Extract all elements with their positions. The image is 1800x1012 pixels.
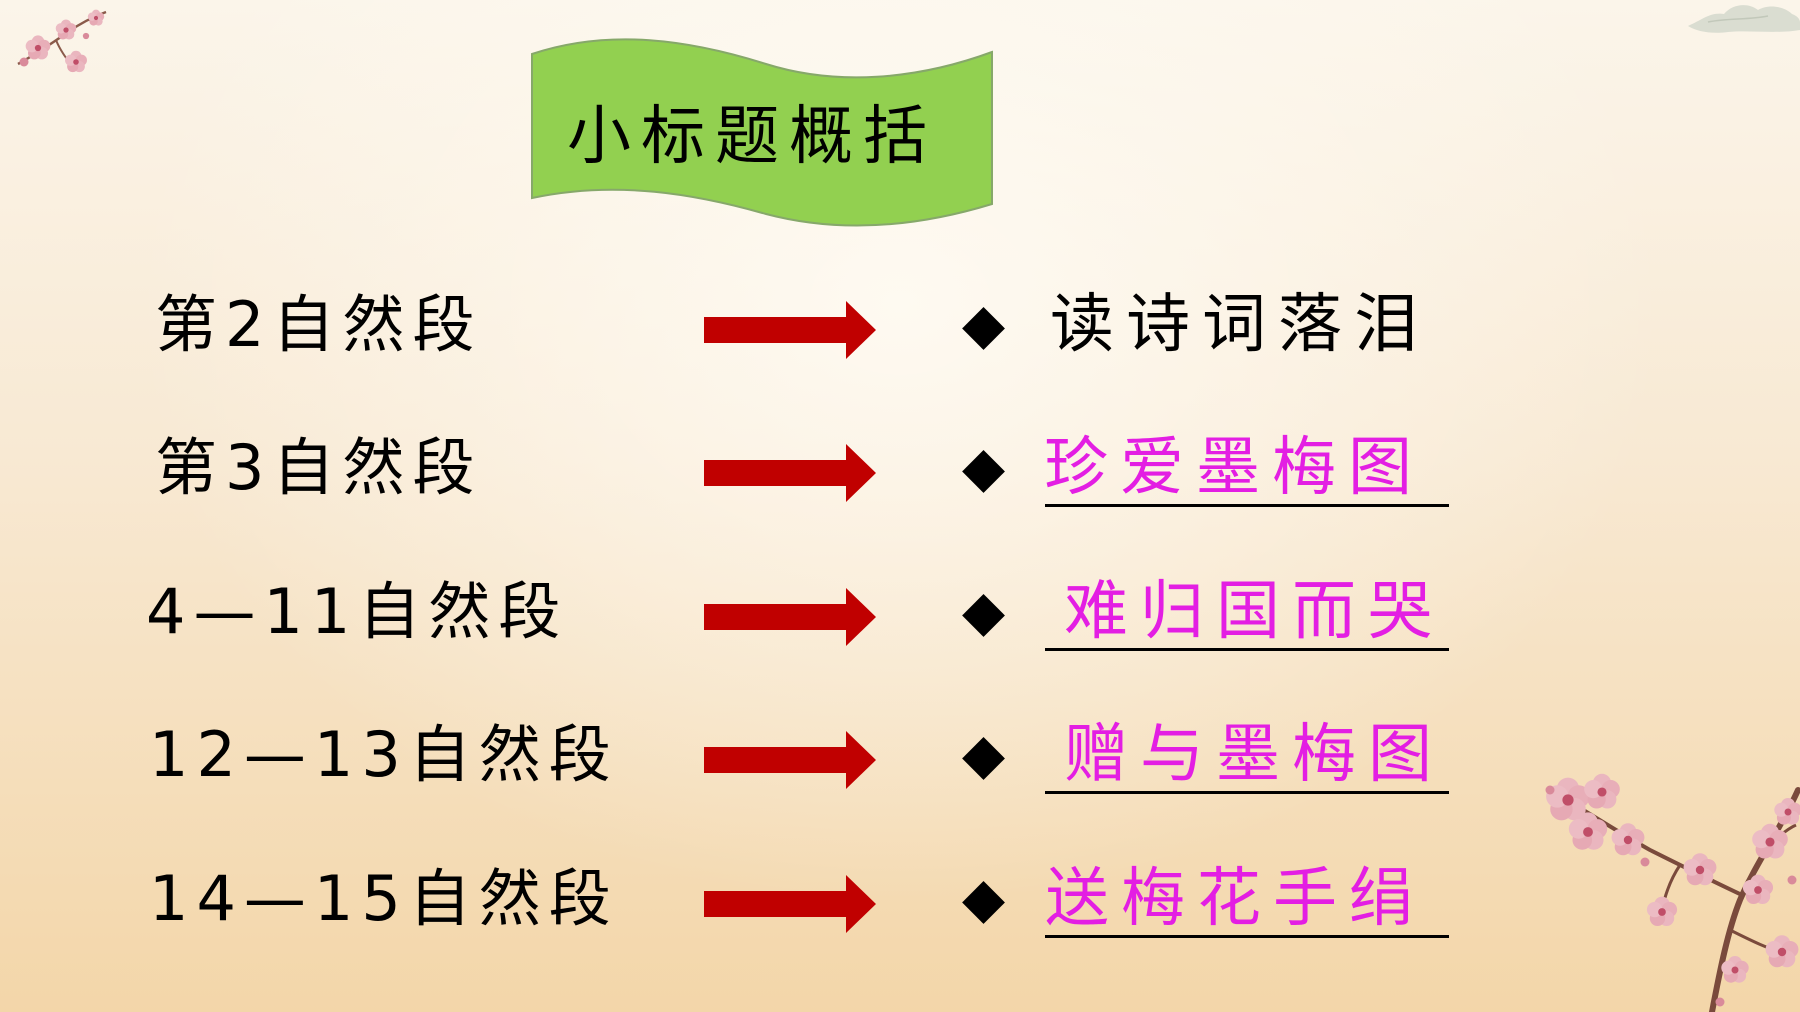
right-arrow-icon bbox=[704, 444, 876, 502]
section-row: 第3自然段 ◆ 珍爱墨梅图 bbox=[0, 418, 1800, 518]
banner-flag-shape bbox=[531, 38, 993, 227]
section-summary: 读诗词落泪 bbox=[1050, 288, 1430, 362]
summary-underline bbox=[1045, 791, 1449, 794]
section-row: 第2自然段 ◆ 读诗词落泪 bbox=[0, 275, 1800, 375]
section-label: 第2自然段 bbox=[155, 288, 483, 361]
section-row: 14—15自然段 ◆ 送梅花手绢 bbox=[0, 849, 1800, 949]
section-row: 12—13自然段 ◆ 赠与墨梅图 bbox=[0, 705, 1800, 805]
section-label: 14—15自然段 bbox=[149, 862, 619, 935]
plum-blossom-branch-icon bbox=[1545, 773, 1800, 1012]
summary-underline bbox=[1045, 648, 1449, 651]
section-label: 4—11自然段 bbox=[146, 575, 569, 648]
summary-underline bbox=[1045, 504, 1449, 507]
right-arrow-icon bbox=[704, 301, 876, 359]
bullet-marker: ◆ bbox=[962, 579, 1006, 644]
section-label: 第3自然段 bbox=[155, 431, 483, 504]
section-row: 4—11自然段 ◆ 难归国而哭 bbox=[0, 562, 1800, 662]
section-summary: 难归国而哭 bbox=[1064, 575, 1444, 649]
right-arrow-icon bbox=[704, 588, 876, 646]
summary-underline bbox=[1045, 935, 1449, 938]
bullet-marker: ◆ bbox=[962, 292, 1006, 357]
section-summary: 赠与墨梅图 bbox=[1064, 718, 1444, 792]
section-summary: 送梅花手绢 bbox=[1045, 862, 1425, 936]
right-arrow-icon bbox=[704, 875, 876, 933]
plum-blossom-icon bbox=[17, 9, 107, 73]
title-banner: 小标题概括 bbox=[530, 34, 994, 228]
cloud-icon bbox=[1688, 5, 1800, 33]
section-summary: 珍爱墨梅图 bbox=[1044, 431, 1424, 505]
section-label: 12—13自然段 bbox=[149, 718, 619, 791]
right-arrow-icon bbox=[704, 731, 876, 789]
bullet-marker: ◆ bbox=[962, 722, 1006, 787]
bullet-marker: ◆ bbox=[962, 866, 1006, 931]
banner-title: 小标题概括 bbox=[567, 100, 937, 174]
bullet-marker: ◆ bbox=[962, 435, 1006, 500]
